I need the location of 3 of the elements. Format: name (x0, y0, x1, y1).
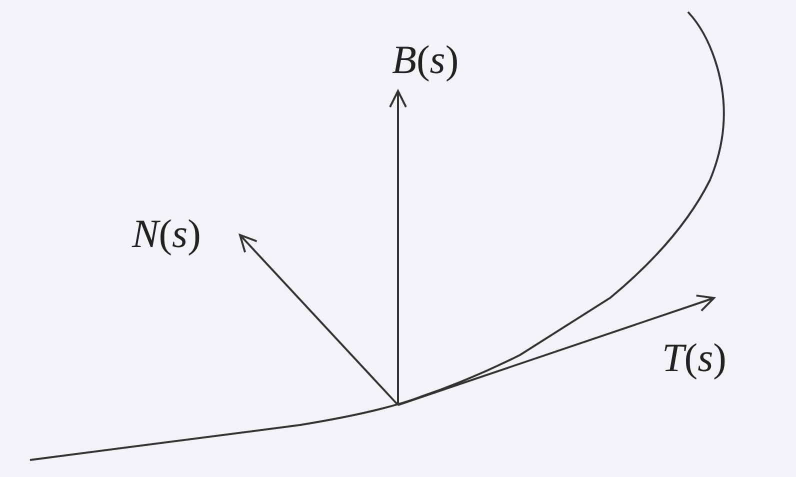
vector-label: T(s) (662, 338, 726, 378)
vector-label: N(s) (132, 214, 201, 254)
vector-label: B(s) (392, 40, 459, 80)
